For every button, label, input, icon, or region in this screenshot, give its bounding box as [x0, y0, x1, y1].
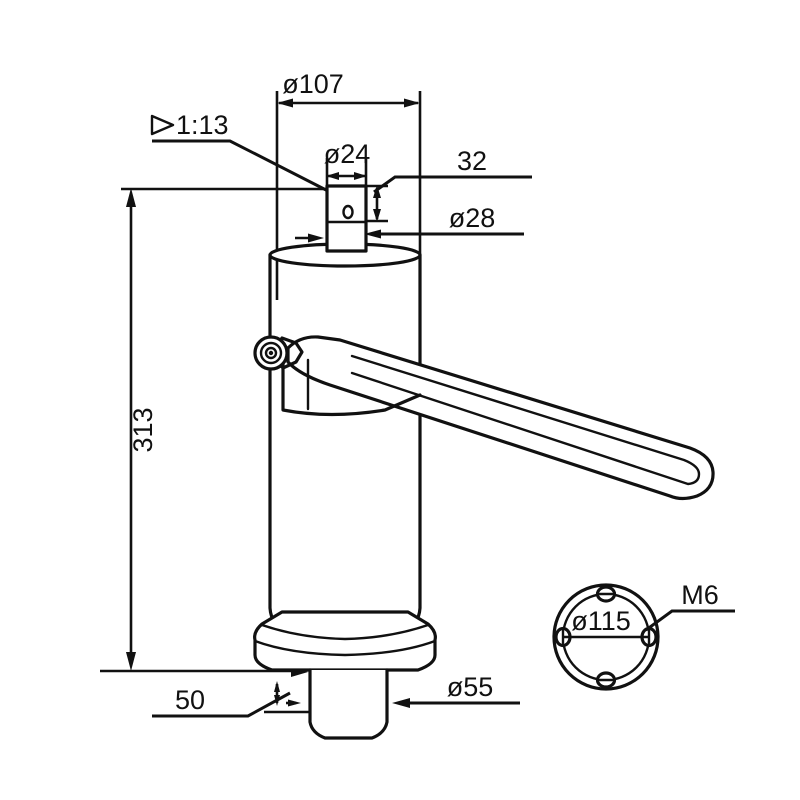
pivot-center-dot — [268, 350, 274, 356]
dim-label-bolt-circle: ø115 — [571, 606, 631, 636]
leader-spout-height — [373, 175, 532, 194]
dim-label-overall-height: 313 — [128, 407, 158, 452]
flange-outer-circle — [552, 583, 660, 691]
lever-inner-loop — [350, 354, 701, 486]
pump-bottom-stem — [308, 668, 389, 740]
arrowhead-bottom-spout-height — [373, 209, 381, 222]
dim-label-taper: 1:13 — [176, 110, 229, 140]
flange-top-curve — [260, 623, 430, 641]
arrowhead-cap-diameter — [364, 229, 381, 239]
pump-bottom-flange — [253, 610, 437, 672]
arrowhead-stem-diameter — [392, 698, 410, 708]
leader-taper — [152, 139, 331, 194]
arrowhead-right-spout-diameter — [354, 172, 367, 180]
lever-base-bracket — [281, 354, 422, 417]
arrowhead-left-outer-diameter — [277, 98, 293, 108]
dimension-cap-diameter: ø28 — [364, 203, 524, 239]
flange-body — [253, 610, 437, 672]
dim-label-base-offset: 50 — [175, 685, 205, 715]
arrowhead-right-outer-diameter — [404, 98, 420, 108]
dim-label-spout-diameter: ø24 — [324, 139, 371, 169]
dimension-base-offset: 50 — [152, 667, 310, 718]
pump-front-view — [253, 184, 715, 740]
pump-body-cylinder — [268, 253, 422, 636]
dim-label-spout-height: 32 — [457, 146, 487, 176]
dim-label-outer-diameter: ø107 — [282, 69, 344, 99]
pivot-middle-circle — [259, 341, 283, 365]
arrowhead-bottom-base-offset — [274, 695, 280, 706]
arrowhead-top-overall-height — [126, 188, 136, 207]
pivot-inner-circle — [264, 346, 278, 360]
dimension-stem-diameter: ø55 — [392, 672, 520, 708]
dim-label-stem-diameter: ø55 — [447, 672, 494, 702]
leader-thread — [645, 609, 735, 632]
pump-lever-handle — [253, 335, 715, 501]
arrowhead-right-base-offset — [288, 699, 301, 707]
taper-callout-group: 1:13 — [150, 110, 331, 194]
neck-base-tick-left — [295, 233, 324, 243]
dim-label-thread: M6 — [681, 580, 719, 610]
dim-label-cap-diameter: ø28 — [449, 203, 496, 233]
taper-triangle-icon — [150, 114, 175, 136]
dimension-overall-height: 313 — [100, 187, 330, 673]
lever-upper-bar — [286, 335, 715, 501]
dimension-outer-diameter: ø107 — [277, 69, 420, 108]
arrowhead-left-spout-diameter — [326, 172, 339, 180]
arrowhead-neck-base-right — [308, 233, 324, 243]
dimension-spout-height: 32 — [366, 146, 532, 223]
arrowhead-bottom-overall-height — [126, 652, 136, 671]
dimension-spout-diameter: ø24 — [324, 139, 371, 180]
arrowhead-top-base-offset — [274, 681, 280, 692]
bolt-circle-view: ø115 M6 — [552, 580, 735, 691]
flange-upper-edge-curve — [253, 639, 437, 657]
spout-small-hole — [342, 204, 354, 220]
